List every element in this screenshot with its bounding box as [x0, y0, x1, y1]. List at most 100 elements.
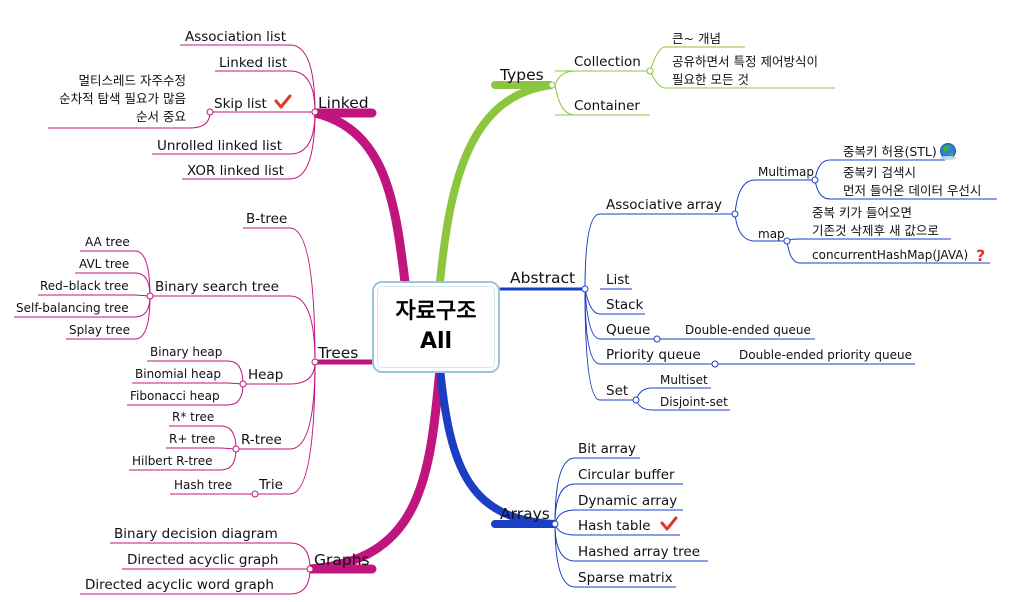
linked-node-dot — [311, 108, 319, 116]
heap-node-dot — [239, 380, 247, 388]
collection-note-1: 큰~ 개념 — [672, 31, 721, 46]
graphs-node-dot — [306, 565, 314, 573]
assoc-node-dot — [731, 210, 739, 218]
node-aa-tree[interactable]: AA tree — [85, 235, 130, 249]
map-node-dot — [783, 237, 791, 245]
node-double-ended-queue[interactable]: Double-ended queue — [685, 323, 811, 337]
node-multimap[interactable]: Multimap — [758, 165, 814, 179]
branch-arrays-trunk — [436, 364, 556, 528]
globe-icon — [940, 143, 956, 160]
node-unrolled-linked-list[interactable]: Unrolled linked list — [157, 138, 282, 154]
types-connectors — [552, 46, 835, 116]
arrays-node-dot — [551, 520, 559, 528]
node-container[interactable]: Container — [574, 98, 640, 114]
node-r-star-tree[interactable]: R* tree — [172, 410, 214, 424]
node-hilbert-r-tree[interactable]: Hilbert R-tree — [132, 454, 212, 468]
central-topic-subtitle: All — [419, 329, 453, 354]
branch-arrays-label[interactable]: Arrays — [500, 505, 550, 523]
branch-linked-label[interactable]: Linked — [318, 94, 369, 112]
branch-abstract-label[interactable]: Abstract — [510, 269, 575, 287]
node-hash-tree[interactable]: Hash tree — [174, 478, 232, 492]
queue-node-dot — [653, 335, 661, 343]
map-note-2: 기존것 삭제후 새 값으로 — [812, 223, 939, 238]
node-self-balancing-tree[interactable]: Self-balancing tree — [16, 301, 129, 315]
multimap-note-2: 중복키 검색시 — [843, 165, 916, 180]
node-stack[interactable]: Stack — [606, 297, 644, 313]
collection-note-2: 공유하면서 특정 제어방식이 — [672, 54, 818, 69]
node-directed-acyclic-word-graph[interactable]: Directed acyclic word graph — [85, 577, 274, 593]
graphs-connectors — [80, 542, 311, 595]
node-bit-array[interactable]: Bit array — [578, 441, 636, 457]
collection-note-3: 필요한 모든 것 — [672, 72, 749, 87]
node-sparse-matrix[interactable]: Sparse matrix — [578, 570, 673, 586]
types-node-dot — [548, 81, 556, 89]
node-set[interactable]: Set — [606, 383, 628, 399]
node-disjoint-set[interactable]: Disjoint-set — [660, 395, 728, 409]
node-hashed-array-tree[interactable]: Hashed array tree — [578, 544, 700, 560]
node-heap[interactable]: Heap — [248, 367, 283, 383]
node-association-list[interactable]: Association list — [185, 29, 286, 45]
pqueue-node-dot — [711, 360, 719, 368]
node-dynamic-array[interactable]: Dynamic array — [578, 493, 677, 509]
node-skip-list[interactable]: Skip list — [214, 96, 267, 112]
node-associative-array[interactable]: Associative array — [606, 197, 722, 213]
node-fibonacci-heap[interactable]: Fibonacci heap — [130, 389, 220, 403]
bst-node-dot — [146, 292, 154, 300]
map-note-3: concurrentHashMap(JAVA) — [812, 248, 968, 262]
skip-note-1: 멀티스레드 자주수정 — [79, 73, 186, 88]
central-topic[interactable]: 자료구조 All — [372, 281, 500, 373]
node-hash-table[interactable]: Hash table — [578, 518, 651, 534]
node-binary-search-tree[interactable]: Binary search tree — [155, 279, 279, 295]
node-splay-tree[interactable]: Splay tree — [69, 323, 130, 337]
node-avl-tree[interactable]: AVL tree — [79, 257, 129, 271]
node-xor-linked-list[interactable]: XOR linked list — [187, 163, 284, 179]
node-binary-decision-diagram[interactable]: Binary decision diagram — [114, 526, 278, 542]
abstract-node-dot — [581, 285, 589, 293]
node-trie[interactable]: Trie — [258, 477, 283, 493]
svg-text:?: ? — [976, 246, 985, 265]
node-r-plus-tree[interactable]: R+ tree — [169, 432, 215, 446]
trees-node-dot — [311, 358, 319, 366]
node-red-black-tree[interactable]: Red–black tree — [40, 279, 129, 293]
map-note-1: 중복 키가 들어오면 — [812, 205, 912, 220]
abstract-connectors — [584, 159, 997, 411]
branch-types-trunk — [436, 81, 553, 286]
node-directed-acyclic-graph[interactable]: Directed acyclic graph — [127, 552, 278, 568]
node-b-tree[interactable]: B-tree — [246, 211, 287, 227]
branch-types-label[interactable]: Types — [499, 66, 544, 84]
trie-node-dot — [251, 490, 259, 498]
central-topic-title: 자료구조 — [395, 299, 477, 324]
question-icon: ? — [976, 246, 985, 265]
branch-graphs-trunk — [309, 363, 445, 574]
node-double-ended-priority-queue[interactable]: Double-ended priority queue — [739, 348, 912, 362]
branch-trees-label[interactable]: Trees — [317, 344, 358, 362]
node-collection[interactable]: Collection — [574, 54, 641, 70]
multimap-note-1: 중복키 허용(STL) — [843, 144, 937, 159]
branch-linked-trunk — [313, 108, 410, 287]
rtree-node-dot — [232, 445, 240, 453]
arrays-connectors — [554, 457, 708, 588]
multimap-node-dot — [811, 176, 819, 184]
skip-note-2: 순차적 탐색 필요가 많음 — [59, 91, 186, 106]
node-linked-list[interactable]: Linked list — [219, 55, 287, 71]
node-priority-queue[interactable]: Priority queue — [606, 347, 701, 363]
node-multiset[interactable]: Multiset — [660, 373, 708, 387]
skip-note-3: 순서 중요 — [136, 109, 186, 124]
branch-graphs-label[interactable]: Graphs — [314, 551, 370, 569]
collection-node-dot — [646, 67, 654, 75]
skip-node-dot — [206, 108, 214, 116]
node-circular-buffer[interactable]: Circular buffer — [578, 467, 675, 483]
node-map[interactable]: map — [758, 227, 785, 241]
node-binomial-heap[interactable]: Binomial heap — [135, 367, 221, 381]
check-icon — [274, 94, 292, 109]
node-binary-heap[interactable]: Binary heap — [150, 345, 222, 359]
check-icon — [660, 516, 678, 531]
set-node-dot — [632, 396, 640, 404]
node-queue[interactable]: Queue — [606, 322, 650, 338]
multimap-note-3: 먼저 들어온 데이터 우선시 — [843, 183, 981, 198]
node-r-tree[interactable]: R-tree — [241, 432, 282, 448]
trees-connectors — [14, 227, 316, 495]
node-list[interactable]: List — [606, 272, 630, 288]
